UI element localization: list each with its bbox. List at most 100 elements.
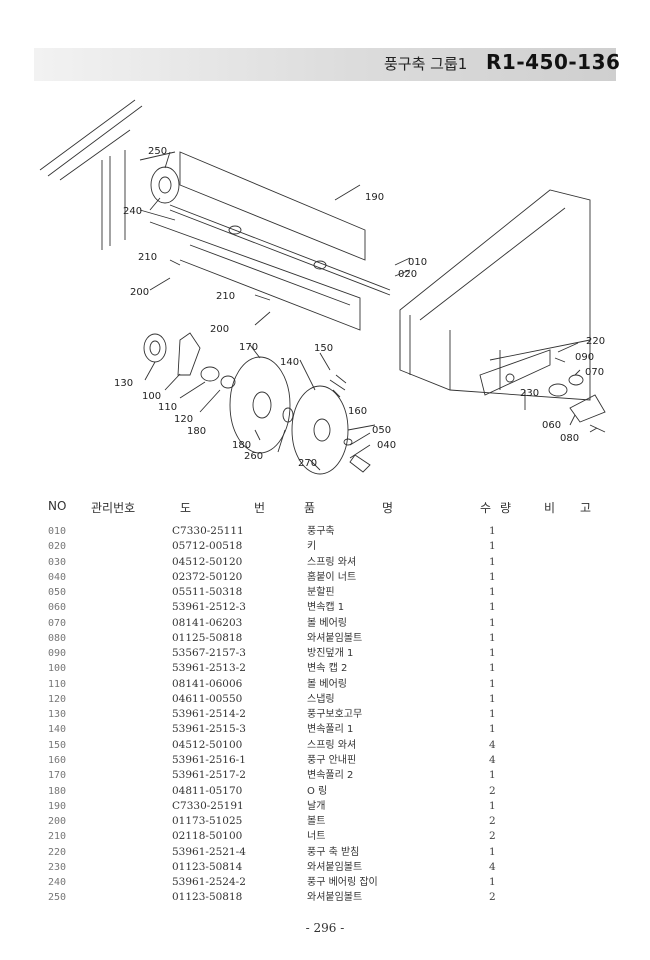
row-part-name: 변속 캡 2 [307,663,348,675]
row-quantity: 1 [489,570,496,583]
row-quantity: 1 [489,631,496,644]
row-part-name: 변속풀리 2 [307,770,354,782]
row-drawing-number: 53961-2521-4 [172,845,246,858]
row-part-name: 볼트 [307,816,326,828]
header-note-char-1: 비 [544,501,556,515]
row-drawing-number: C7330-25111 [172,525,244,537]
row-no: 110 [48,678,67,690]
callout-label: 230 [520,388,539,399]
callout-label: 110 [158,402,177,413]
row-drawing-number: 53961-2516-1 [172,753,246,766]
callout-label: 170 [239,342,258,353]
row-part-name: 풍구 안내핀 [307,754,357,766]
header-no: NO [48,499,67,513]
row-quantity: 1 [489,540,496,553]
exploded-view-svg: 250 240 190 210 200 010 020 210 200 220 … [39,99,606,475]
row-no: 130 [48,709,67,721]
row-quantity: 1 [489,723,496,736]
row-quantity: 1 [489,769,496,782]
row-part-name: 볼 베어링 [307,617,347,629]
row-drawing-number: 53961-2515-3 [172,723,246,736]
row-drawing-number: 53961-2513-2 [172,662,246,675]
part-group-code: R1-450-136 [486,50,621,74]
row-no: 140 [48,724,67,736]
header-qty-char-1: 수 [480,501,492,515]
row-no: 080 [48,632,67,644]
header-name-char-1: 품 [304,501,316,515]
row-no: 190 [48,800,67,812]
row-drawing-number: 01125-50818 [172,631,243,644]
callout-label: 140 [280,357,299,368]
row-quantity: 1 [489,799,496,812]
row-no: 020 [48,541,67,553]
row-no: 040 [48,571,67,583]
row-part-name: 변속캡 1 [307,602,345,614]
row-part-name: 변속풀리 1 [307,724,354,736]
header-management-number: 관리번호 [91,501,136,515]
row-quantity: 1 [489,845,496,858]
row-drawing-number: 05712-00518 [172,540,243,553]
row-quantity: 2 [489,784,496,797]
row-drawing-number: 04512-50120 [172,555,243,568]
header-qty-char-2: 량 [500,501,512,515]
callout-label: 010 [408,257,427,268]
callout-label: 200 [210,324,229,335]
row-quantity: 4 [489,738,496,751]
row-quantity: 2 [489,815,496,828]
callout-label: 190 [365,192,384,203]
row-drawing-number: 04512-50100 [172,738,243,751]
callout-label: 150 [314,343,333,354]
row-part-name: 너트 [307,831,326,843]
row-quantity: 1 [489,525,496,537]
callout-label: 100 [142,391,161,402]
group-title: 풍구축 그룹1 [384,55,468,73]
callout-label: 090 [575,352,594,363]
row-drawing-number: 08141-06006 [172,677,243,690]
row-quantity: 1 [489,647,496,660]
callout-label: 210 [138,252,157,263]
row-drawing-number: 08141-06203 [172,616,243,629]
row-no: 060 [48,602,67,614]
row-no: 120 [48,693,67,705]
row-drawing-number: 02372-50120 [172,570,243,583]
row-part-name: 스프링 와셔 [307,556,357,568]
row-drawing-number: 53961-2524-2 [172,876,246,889]
row-no: 240 [48,877,67,889]
row-drawing-number: C7330-25191 [172,799,244,812]
header-bar [34,48,616,81]
callout-label: 020 [398,269,417,280]
callout-label: 260 [244,451,263,462]
row-no: 010 [48,526,67,537]
row-quantity: 1 [489,708,496,721]
row-part-name: 풍구 축 받침 [307,846,360,858]
callout-label: 200 [130,287,149,298]
callout-label: 040 [377,440,396,451]
row-quantity: 1 [489,616,496,629]
table-row: 140 53961-2515-3 변속풀리 1 1 [0,722,650,737]
parts-table-header: NO 관리번호 도 번 품 명 수 량 비 고 [0,499,650,515]
callout-label: 060 [542,420,561,431]
diagram-callouts: 250 240 190 210 200 010 020 210 200 220 … [114,146,605,469]
row-no: 160 [48,754,67,766]
row-part-name: 볼 베어링 [307,678,347,690]
row-part-name: 풍구보호고무 [307,709,363,721]
callout-label: 220 [586,336,605,347]
row-no: 150 [48,739,67,751]
callout-label: 270 [298,458,317,469]
row-no: 030 [48,556,67,568]
callout-label: 080 [560,433,579,444]
callout-label: 250 [148,146,167,157]
